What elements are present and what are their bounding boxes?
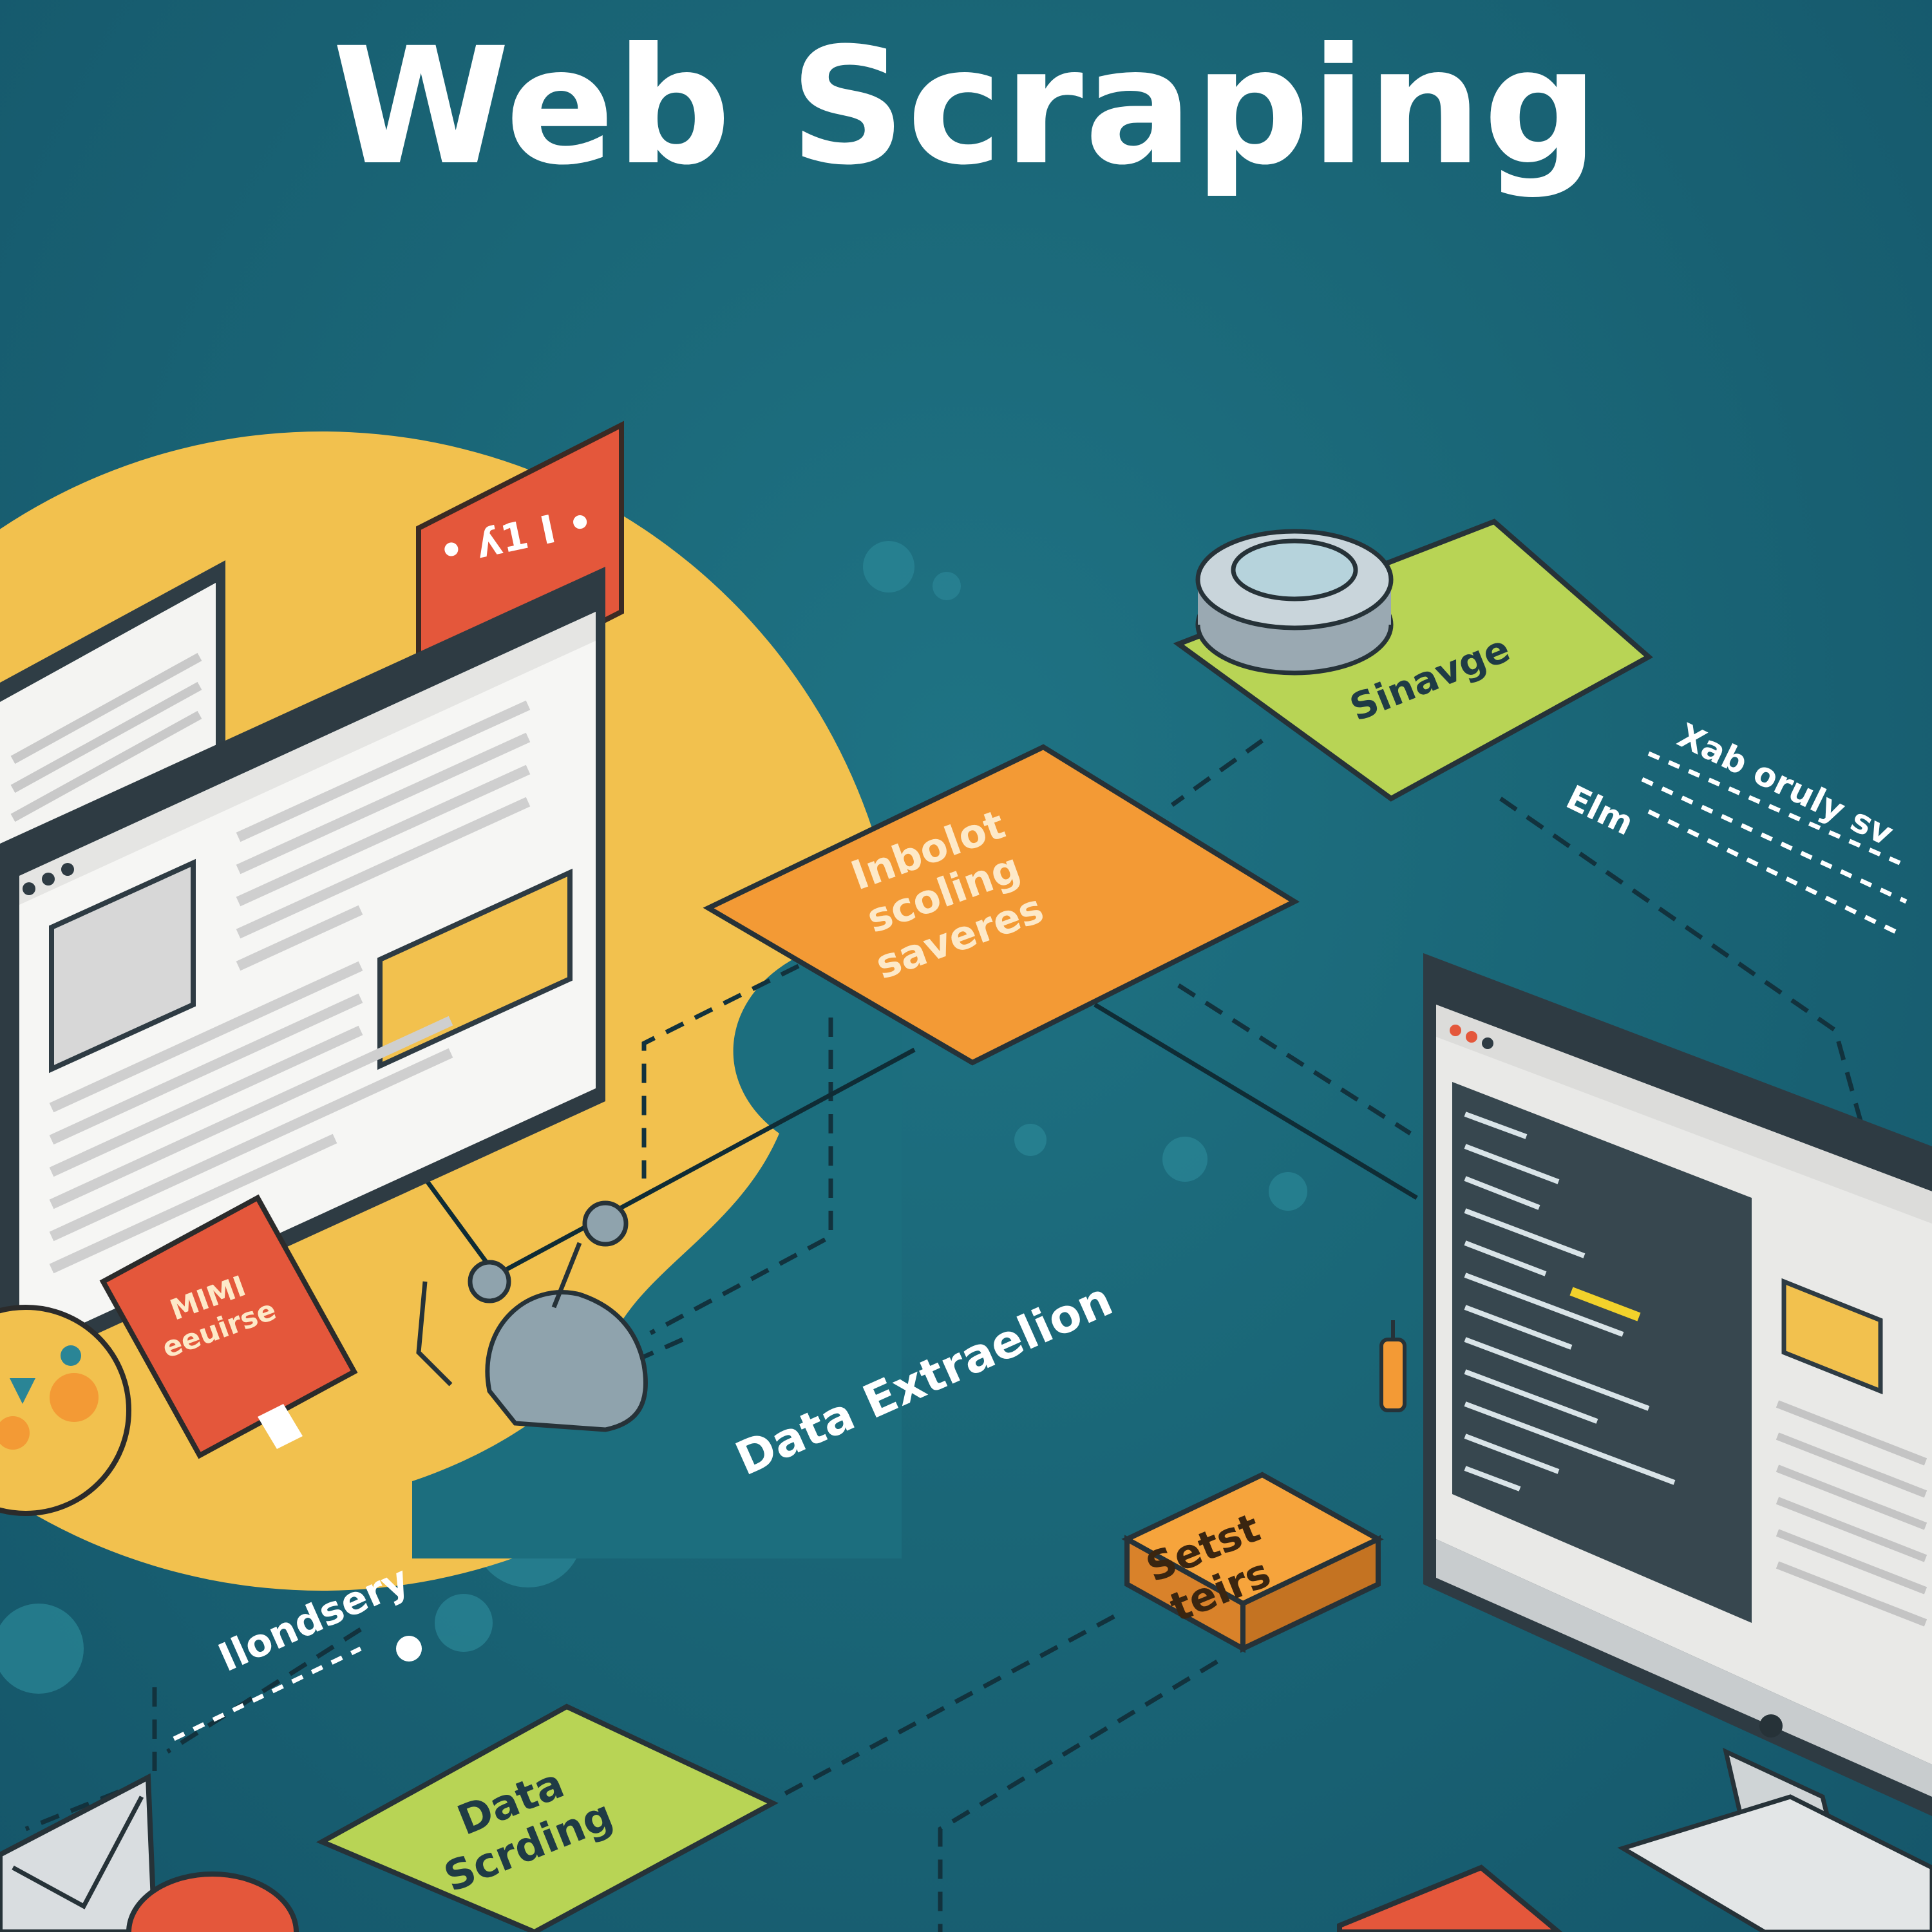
teal-blob bbox=[412, 953, 902, 1558]
robot-figure bbox=[416, 1200, 648, 1432]
red-book bbox=[99, 1194, 358, 1459]
white-dashes bbox=[173, 751, 1908, 1741]
emblem-circle bbox=[0, 1305, 131, 1516]
setup-tile bbox=[1121, 1472, 1384, 1653]
scaling-services-tile bbox=[703, 744, 1300, 1066]
bottom-left-objects bbox=[0, 1773, 299, 1932]
storage-tile bbox=[1173, 518, 1653, 802]
back-browser-window bbox=[0, 560, 225, 876]
main-browser-window bbox=[0, 567, 605, 1378]
connector-plug bbox=[1379, 1320, 1406, 1412]
bottom-red-tile bbox=[1337, 1864, 1563, 1932]
desktop-monitor bbox=[1423, 953, 1932, 1932]
data-scoring-tile bbox=[316, 1703, 779, 1932]
white-dot bbox=[396, 1636, 422, 1662]
page-title: Web Scraping bbox=[332, 13, 1600, 200]
